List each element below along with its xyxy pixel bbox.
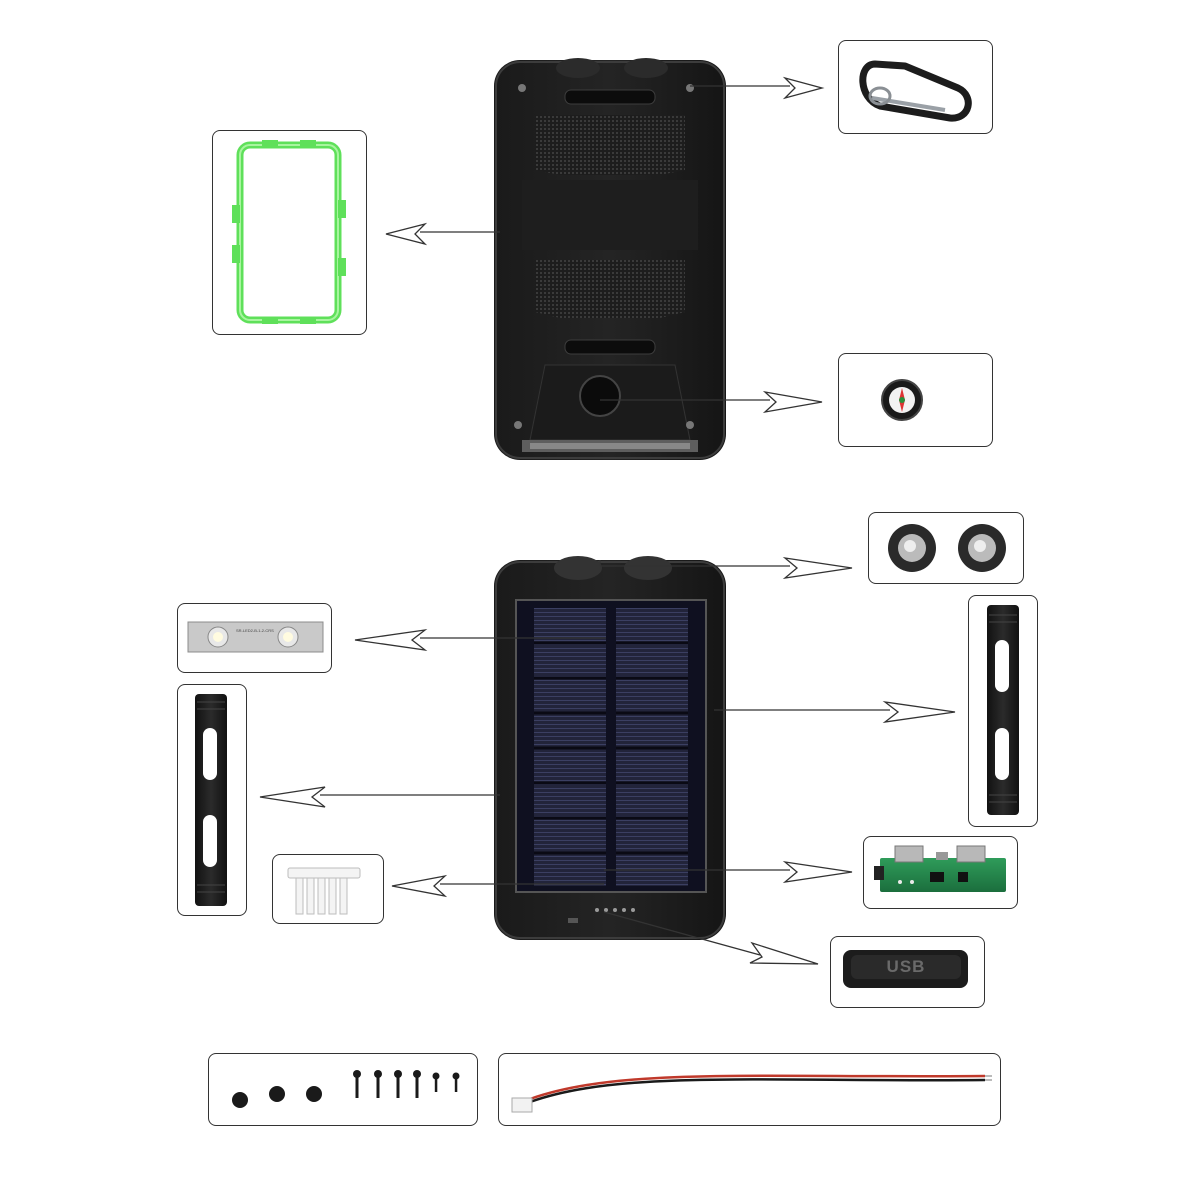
solar-front [494,556,726,940]
power-pcb [874,845,1006,892]
side-strip-right [987,605,1019,815]
compass [881,379,923,421]
light-guide [287,867,361,915]
rubber-feet [232,1086,322,1108]
battery-cable [511,1074,992,1113]
usb-cover: USB [843,950,968,988]
callout-arrows [259,76,956,965]
led-board: SR-LED2-B-1-2-CRS [187,621,324,653]
side-strip-left [195,694,227,906]
light-guide-box [272,854,384,924]
seal-ring [232,140,346,324]
carabiner [859,60,972,122]
lens-caps [888,524,1006,572]
led-board-marking: SR-LED2-B-1-2-CRS [236,628,274,633]
back-case [494,58,726,460]
screws [353,1070,460,1098]
screws-feet-box [208,1053,478,1126]
usb-cover-label: USB [887,957,926,976]
